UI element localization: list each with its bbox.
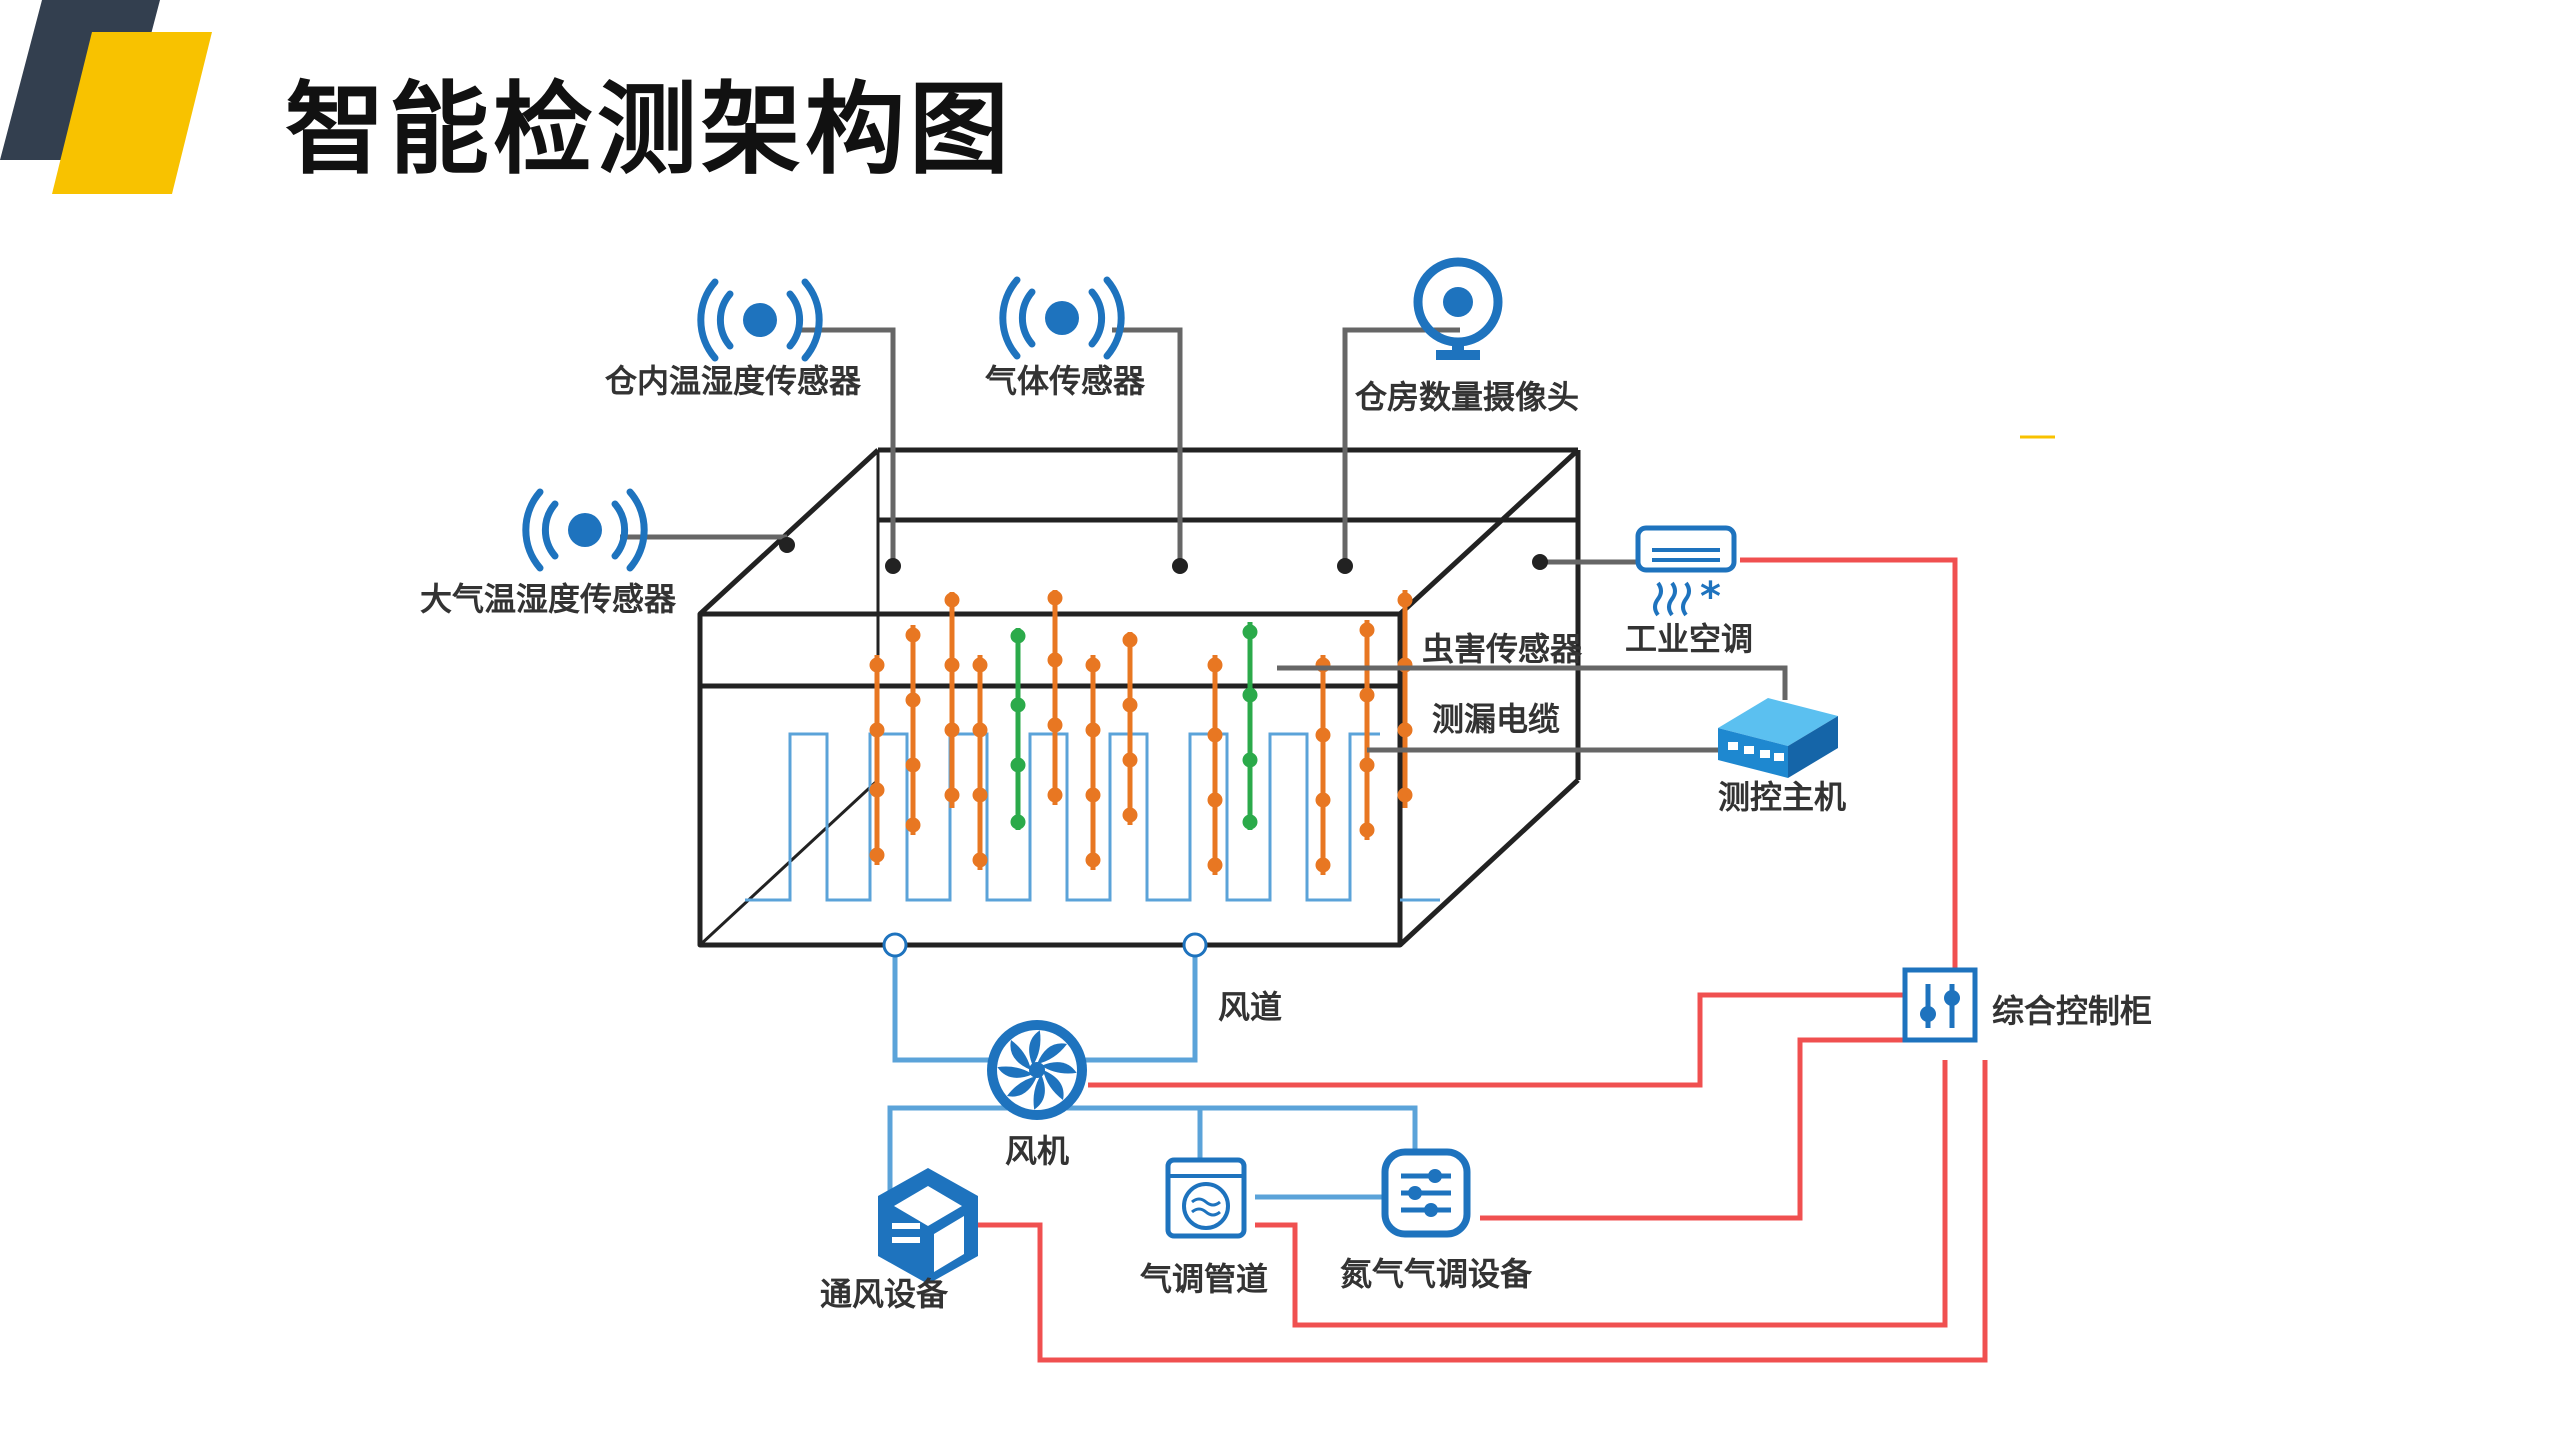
label-ac-pipe: 气调管道 [1140,1260,1268,1298]
label-camera: 仓房数量摄像头 [1355,378,1579,416]
nitrogen-device-icon [1381,1148,1471,1238]
duct-port-left [882,932,908,958]
label-control-cabinet: 综合控制柜 [1992,992,2152,1030]
air-duct-serpentine [745,732,1380,902]
duct-port-right [1182,932,1208,958]
host-icon [1718,698,1838,778]
ac-pipe-icon [1165,1157,1247,1239]
label-host: 测控主机 [1718,778,1846,816]
control-lines [930,557,1988,1363]
indoor-sensor-icon [697,278,823,362]
warehouse-box [697,447,1581,948]
label-vent-device: 通风设备 [820,1275,949,1313]
label-duct: 风道 [1218,988,1282,1026]
sensor-wires [620,327,1788,753]
label-gas-sensor: 气体传感器 [985,362,1146,400]
label-pest-sensor: 虫害传感器 [1422,630,1583,668]
air-conditioner-icon: * [1635,525,1737,620]
svg-text:*: * [1700,574,1721,620]
sensor-cables [869,590,1413,875]
outdoor-sensor-icon [522,488,648,572]
label-nitrogen-device: 氮气气调设备 [1340,1255,1533,1293]
label-leak-cable: 测漏电缆 [1432,700,1560,738]
duct-pipes [887,955,1418,1200]
gas-sensor-icon [999,276,1125,360]
label-outdoor-sensor: 大气温湿度传感器 [420,580,677,618]
page-title: 智能检测架构图 [285,71,1013,188]
control-cabinet-icon [1902,967,1978,1043]
corner-decoration [0,0,212,194]
yellow-parallelogram [52,32,212,194]
fan-icon [987,1020,1087,1120]
wire-junction-dots [779,537,1548,574]
label-fan: 风机 [1005,1132,1069,1170]
vent-device-icon [878,1168,978,1284]
label-indoor-sensor: 仓内温湿度传感器 [605,362,862,400]
label-air-conditioner: 工业空调 [1625,620,1753,658]
camera-icon [1413,257,1503,360]
